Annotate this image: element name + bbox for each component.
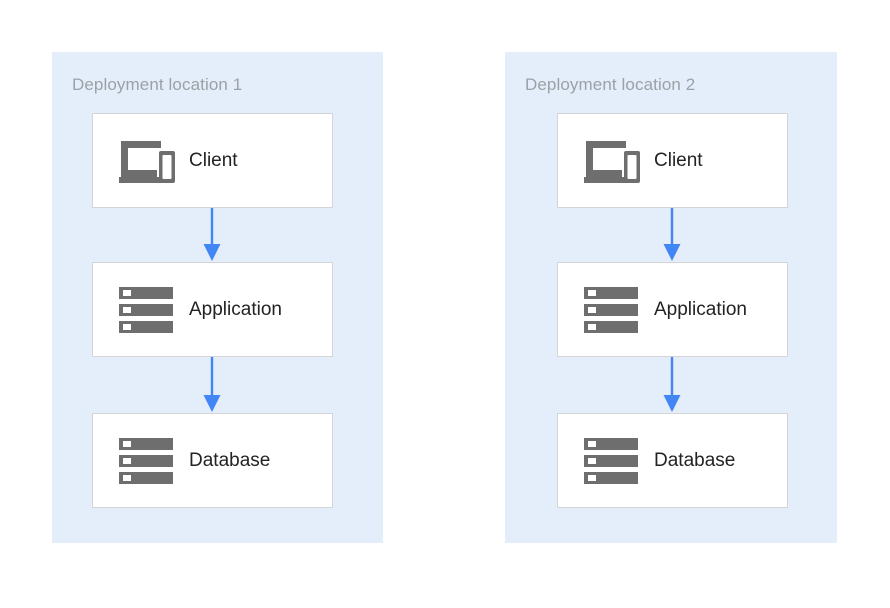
node-database-1[interactable]: Database — [92, 413, 333, 508]
arrow-client-to-application-1 — [201, 208, 223, 262]
node-application-1-label: Application — [189, 298, 282, 320]
node-database-1-label: Database — [189, 449, 271, 471]
server-stack-icon — [580, 436, 642, 486]
deployment-location-1-title: Deployment location 1 — [72, 75, 243, 94]
node-client-1-label: Client — [189, 149, 238, 171]
node-database-2-label: Database — [654, 449, 736, 471]
server-stack-icon — [580, 285, 642, 335]
node-client-2-label: Client — [654, 149, 703, 171]
arrow-application-to-database-2 — [661, 357, 683, 413]
node-application-2-label: Application — [654, 298, 747, 320]
devices-icon — [580, 137, 642, 185]
server-stack-icon — [115, 436, 177, 486]
server-stack-icon — [115, 285, 177, 335]
node-application-1[interactable]: Application — [92, 262, 333, 357]
deployment-location-2-title: Deployment location 2 — [525, 75, 696, 94]
arrow-application-to-database-1 — [201, 357, 223, 413]
deployment-location-2-panel: Deployment location 2 Client — [505, 52, 837, 543]
devices-icon — [115, 137, 177, 185]
arrow-client-to-application-2 — [661, 208, 683, 262]
deployment-location-1-panel: Deployment location 1 Client — [52, 52, 383, 543]
node-database-2[interactable]: Database — [557, 413, 788, 508]
node-client-1[interactable]: Client — [92, 113, 333, 208]
node-client-2[interactable]: Client — [557, 113, 788, 208]
node-application-2[interactable]: Application — [557, 262, 788, 357]
